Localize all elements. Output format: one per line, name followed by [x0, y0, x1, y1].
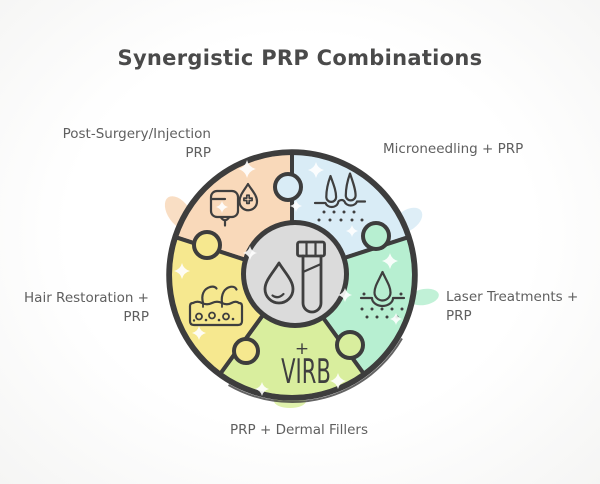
follicle-bulb: [195, 312, 203, 321]
label-line: PRP + Dermal Fillers: [230, 422, 368, 438]
test-tube-icon: [296, 240, 326, 314]
center-circle: [241, 220, 349, 328]
label-line: PRP: [123, 309, 149, 325]
virb-logo: + VIRB: [281, 339, 331, 391]
tube-liquid-level: [301, 262, 323, 274]
blood-droplet-icon: [263, 261, 295, 305]
tube-cap-ridges: [305, 240, 317, 258]
puzzle-tab-bottom-right: [335, 330, 365, 360]
iv-bag-drip-spout: [219, 216, 231, 227]
droplet-shine: [271, 292, 285, 299]
label-line: PRP: [446, 308, 472, 324]
tube-body: [301, 254, 323, 314]
virb-logo-plus: +: [295, 339, 309, 359]
laser-droplet: [373, 270, 392, 302]
puzzle-tab-bottom-left: [232, 337, 260, 365]
label-post-surgery-injection-prp: Post-Surgery/Injection PRP: [63, 125, 211, 163]
label-line: Laser Treatments +: [446, 289, 579, 305]
iv-bag: [209, 189, 240, 219]
puzzle-tabs: [192, 172, 391, 365]
skin-dots: [192, 317, 235, 322]
hair-follicles-skin-icon: [188, 285, 244, 327]
label-line: Post-Surgery/Injection: [62, 126, 211, 142]
page-title: Synergistic PRP Combinations: [117, 46, 483, 70]
label-hair-restoration-prp: Hair Restoration + PRP: [24, 289, 149, 327]
microneedles-in-skin-icon: [313, 172, 367, 222]
puzzle-tab-left: [192, 230, 222, 260]
needle-left: [325, 174, 338, 203]
hair-right: [220, 285, 238, 305]
medical-droplet: [238, 182, 259, 212]
iv-bag-medical-droplet-icon: [209, 182, 259, 227]
sparkle-decorations: [174, 160, 402, 396]
follicle-bulb: [208, 311, 216, 320]
skin-dots: [317, 210, 364, 222]
skin-block: [188, 300, 244, 327]
follicle-bulb: [222, 312, 230, 321]
skin-line: [359, 296, 406, 308]
needle-right: [344, 172, 357, 202]
outer-ring: [166, 149, 418, 401]
label-line: Microneedling + PRP: [383, 141, 524, 157]
virb-logo-text: VIRB: [281, 352, 331, 392]
label-microneedling-prp: Microneedling + PRP: [383, 140, 523, 159]
outer-ring-sketch-line: [228, 337, 403, 403]
label-line: PRP: [185, 145, 211, 161]
tube-cap: [296, 240, 326, 258]
label-prp-dermal-fillers: PRP + Dermal Fillers: [199, 421, 399, 440]
label-laser-treatments-prp: Laser Treatments + PRP: [446, 288, 578, 326]
medical-cross: [243, 194, 253, 205]
label-line: Hair Restoration +: [24, 290, 149, 306]
droplet-on-skin-icon: [359, 270, 406, 319]
hair-left: [201, 285, 218, 305]
puzzle-tab-right: [361, 221, 391, 251]
puzzle-tab-top: [273, 172, 303, 202]
follicle-roots: [202, 302, 223, 308]
skin-line: [313, 198, 367, 209]
